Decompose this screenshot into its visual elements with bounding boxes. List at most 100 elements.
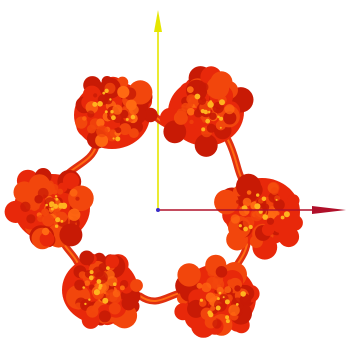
density-texture bbox=[96, 125, 108, 138]
density-highlight bbox=[102, 297, 109, 304]
density-lobe bbox=[59, 223, 83, 247]
density-lobe bbox=[278, 226, 300, 248]
density-texture bbox=[68, 208, 81, 221]
density-highlight bbox=[97, 101, 103, 107]
density-highlight bbox=[275, 198, 278, 201]
density-texture bbox=[224, 104, 235, 115]
subunit-1 bbox=[74, 76, 158, 149]
density-texture bbox=[266, 217, 275, 225]
hexameric-ring bbox=[4, 66, 303, 338]
density-lobe bbox=[261, 223, 275, 236]
density-texture bbox=[198, 96, 207, 105]
density-highlight bbox=[109, 98, 112, 101]
density-highlight bbox=[45, 203, 48, 207]
density-texture bbox=[84, 280, 91, 286]
density-texture bbox=[57, 188, 64, 195]
density-highlight bbox=[93, 289, 100, 296]
density-highlight bbox=[207, 101, 214, 108]
density-highlight bbox=[216, 297, 220, 301]
density-highlight bbox=[235, 303, 239, 306]
density-texture bbox=[104, 96, 113, 105]
density-texture bbox=[216, 286, 224, 295]
density-highlight bbox=[208, 110, 211, 114]
density-highlight bbox=[55, 217, 61, 223]
density-highlight bbox=[84, 302, 87, 306]
density-texture bbox=[26, 214, 36, 224]
density-highlight bbox=[254, 203, 261, 210]
density-highlight bbox=[248, 224, 253, 230]
density-lobe bbox=[128, 128, 139, 139]
density-highlight bbox=[256, 193, 260, 197]
density-highlight bbox=[238, 224, 242, 228]
density-texture bbox=[34, 194, 43, 204]
density-texture bbox=[201, 282, 212, 293]
density-texture bbox=[209, 112, 217, 120]
density-texture bbox=[267, 181, 280, 194]
density-highlight bbox=[54, 195, 58, 198]
density-highlight bbox=[222, 296, 225, 299]
density-lobe bbox=[39, 231, 55, 247]
density-texture bbox=[93, 93, 98, 98]
density-highlight bbox=[50, 207, 54, 211]
density-texture bbox=[98, 310, 111, 323]
subunit-6 bbox=[4, 168, 94, 250]
subunit-5 bbox=[62, 250, 143, 329]
density-highlight bbox=[205, 118, 211, 124]
density-highlight bbox=[283, 211, 290, 218]
density-texture bbox=[119, 123, 132, 136]
density-highlight bbox=[88, 275, 94, 281]
density-texture bbox=[117, 85, 130, 99]
subunit-4 bbox=[174, 254, 260, 338]
density-texture bbox=[82, 116, 87, 121]
density-highlight bbox=[194, 93, 201, 100]
density-highlight bbox=[261, 196, 267, 202]
density-texture bbox=[30, 202, 39, 211]
density-highlight bbox=[115, 136, 121, 142]
density-texture bbox=[207, 269, 216, 277]
density-highlight bbox=[60, 202, 68, 209]
density-highlight bbox=[53, 203, 59, 209]
density-highlight bbox=[55, 197, 59, 201]
density-highlight bbox=[130, 114, 136, 120]
density-texture bbox=[189, 119, 194, 125]
density-highlight bbox=[240, 291, 246, 297]
density-texture bbox=[120, 109, 129, 119]
density-texture bbox=[69, 188, 78, 197]
density-texture bbox=[112, 289, 121, 298]
density-texture bbox=[250, 192, 258, 201]
density-highlight bbox=[89, 270, 94, 275]
density-highlight bbox=[60, 219, 64, 223]
density-highlight bbox=[113, 282, 117, 287]
density-texture bbox=[227, 279, 234, 286]
density-texture bbox=[95, 134, 109, 147]
density-texture bbox=[52, 189, 58, 195]
density-highlight bbox=[49, 201, 55, 207]
density-texture bbox=[75, 196, 80, 201]
density-texture bbox=[41, 208, 49, 217]
density-texture bbox=[186, 103, 191, 109]
density-lobe bbox=[223, 111, 237, 125]
density-texture bbox=[242, 197, 252, 207]
density-lobe bbox=[206, 76, 230, 100]
density-texture bbox=[212, 319, 222, 329]
density-texture bbox=[78, 271, 87, 279]
density-highlight bbox=[224, 299, 230, 305]
density-lobe bbox=[177, 263, 201, 287]
density-texture bbox=[108, 302, 121, 315]
density-texture bbox=[176, 108, 187, 119]
density-lobe bbox=[163, 120, 187, 144]
density-texture bbox=[115, 127, 122, 134]
density-lobe bbox=[79, 250, 95, 266]
density-texture bbox=[239, 293, 252, 306]
density-texture bbox=[230, 214, 240, 224]
density-highlight bbox=[201, 127, 206, 132]
density-highlight bbox=[111, 115, 116, 121]
density-texture bbox=[228, 304, 240, 316]
density-texture bbox=[273, 199, 285, 211]
density-texture bbox=[199, 82, 209, 92]
density-highlight bbox=[104, 88, 109, 94]
density-texture bbox=[234, 285, 241, 292]
density-texture bbox=[275, 211, 280, 216]
density-highlight bbox=[106, 266, 110, 270]
